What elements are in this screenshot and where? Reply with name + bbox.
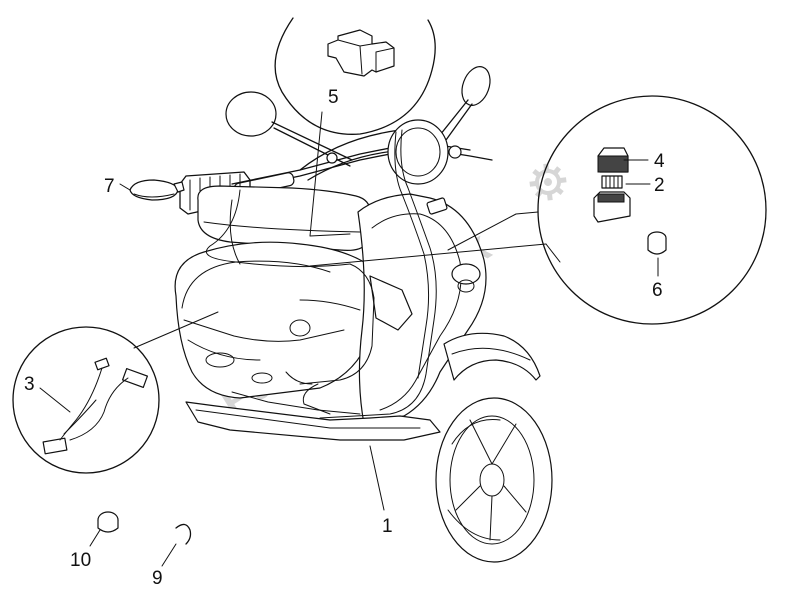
- detail-circle-relay: [274, 17, 436, 135]
- leg-shield: [357, 193, 487, 425]
- detail-circle-relay-cover: [537, 95, 767, 325]
- leader-lines: [39, 111, 659, 567]
- callout-6: 6: [652, 280, 663, 301]
- callout-1: 1: [382, 516, 393, 537]
- callout-5: 5: [328, 87, 339, 108]
- callout-2: 2: [654, 175, 665, 196]
- right-mirror: [439, 66, 491, 141]
- front-wheel: [435, 397, 553, 563]
- relay-base-part: [593, 175, 631, 223]
- callout-10: 10: [70, 550, 91, 571]
- cable-tie-part: [129, 179, 185, 201]
- clip-part: [175, 523, 192, 545]
- detail-circle-cable: [12, 326, 160, 474]
- cap-part-10: [97, 511, 119, 533]
- floorboard: [185, 401, 441, 441]
- callout-7: 7: [104, 176, 115, 197]
- cap-part-6: [647, 231, 667, 255]
- callout-3: 3: [24, 374, 35, 395]
- callout-4: 4: [654, 151, 665, 172]
- front-fender: [443, 332, 541, 381]
- left-mirror: [225, 91, 353, 167]
- scooter-drawing: [174, 66, 553, 563]
- callout-labels: 1 2 3 4 5 6 7 9 10: [24, 87, 665, 589]
- seat: [197, 185, 371, 251]
- relay-cover-part: [597, 147, 629, 173]
- callout-9: 9: [152, 568, 163, 589]
- handlebar: [231, 119, 493, 197]
- relay-part: [327, 29, 395, 77]
- wiring-harness: [205, 129, 437, 419]
- harness-cable-part: [42, 357, 148, 455]
